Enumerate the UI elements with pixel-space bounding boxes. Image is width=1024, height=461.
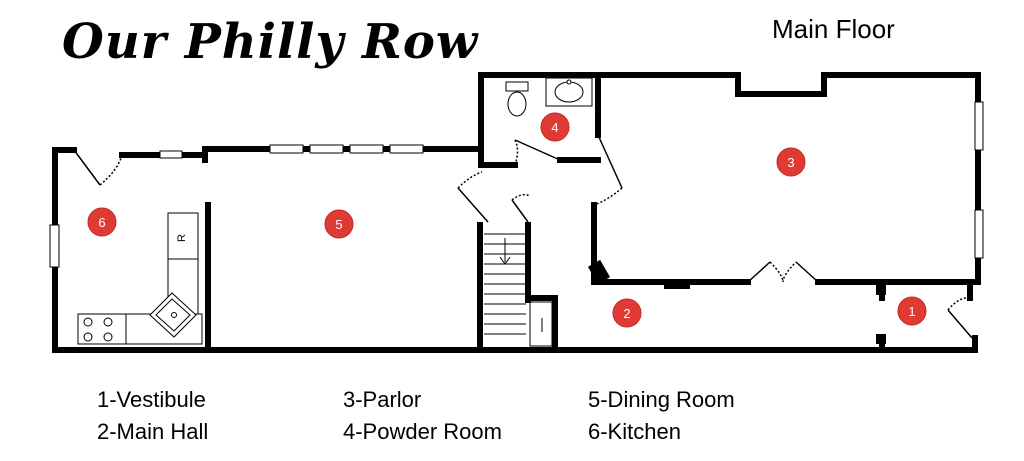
door-stair-b [511,199,529,223]
window-dining-1 [269,144,304,154]
legend-item-6: 6-Kitchen [588,419,681,444]
floor-label: Main Floor [772,14,895,44]
room-marker-6: 6 [87,207,117,237]
room-marker-5-number: 5 [335,217,342,232]
legend-item-4: 4-Powder Room [343,419,502,444]
door-parlor-south-l [747,261,771,283]
room-marker-3: 3 [776,147,806,177]
door-vestibule-arc [947,297,971,311]
window-dining-3 [349,144,384,154]
door-parlor-west-arc [593,187,623,206]
room-marker-3-number: 3 [787,155,794,170]
window-parlor-east-1 [974,101,984,151]
room-marker-4: 4 [540,112,570,142]
door-stair-a [457,187,489,223]
room-marker-5: 5 [324,209,354,239]
room-marker-1-number: 1 [908,304,915,319]
legend-column-1: 1-Vestibule 2-Main Hall [97,384,208,448]
vanity-sink [554,81,584,103]
plan-title: Our Philly Row [62,14,479,70]
staircase [484,233,553,347]
window-kitchen-west [49,224,60,268]
door-powder-leaf [514,139,561,161]
window-kitchen-north [159,150,183,159]
powder-fixtures [505,77,593,117]
room-marker-1: 1 [897,296,927,326]
door-parlor-south-arc [769,261,797,283]
door-vestibule [947,309,973,339]
door-swings [73,134,973,339]
wall-stubs [587,259,886,344]
legend-column-3: 5-Dining Room 6-Kitchen [588,384,735,448]
legend-item-3: 3-Parlor [343,387,422,412]
toilet-bowl [507,91,527,117]
windows [49,101,984,268]
kitchen-fixtures [77,212,203,345]
closet-stair [529,301,553,347]
door-powder-arc [514,139,519,166]
door-stair-a-arc [457,171,483,189]
door-parlor-west [597,134,623,189]
door-stair-b-arc [511,193,531,201]
room-marker-2-number: 2 [623,306,630,321]
window-dining-4 [389,144,424,154]
door-kitchen [73,149,101,186]
refrigerator [167,212,199,260]
window-dining-2 [309,144,344,154]
toilet-tank [505,81,529,92]
legend-item-5: 5-Dining Room [588,387,735,412]
legend-item-2: 2-Main Hall [97,419,209,444]
walls [52,72,981,353]
door-parlor-south-r [795,261,819,283]
door-kitchen-arc [99,154,123,186]
window-parlor-east-2 [974,209,984,259]
legend-column-2: 3-Parlor 4-Powder Room [343,384,502,448]
room-marker-6-number: 6 [98,215,105,230]
refrigerator-label: R [176,234,188,242]
room-marker-2: 2 [612,298,642,328]
room-markers: 1 2 3 4 5 6 [87,112,927,328]
legend-item-1: 1-Vestibule [97,387,206,412]
room-marker-4-number: 4 [551,120,558,135]
